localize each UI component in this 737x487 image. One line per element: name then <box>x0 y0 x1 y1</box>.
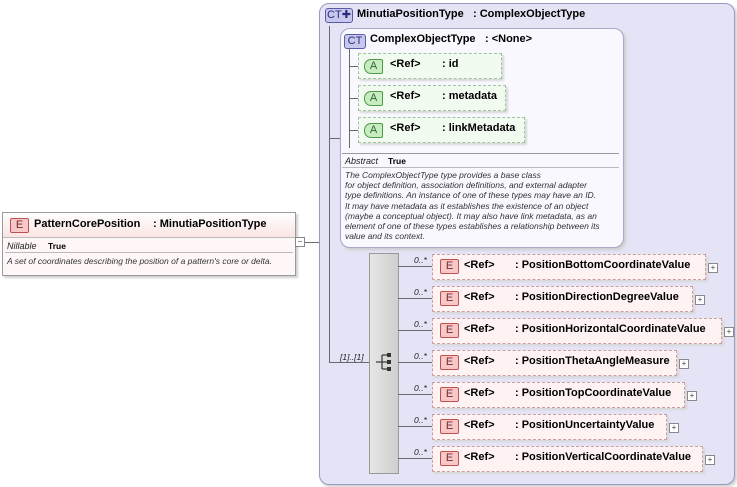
attribute-ref: <Ref> <box>390 122 421 134</box>
element-name: : PositionTopCoordinateValue <box>515 387 672 399</box>
attribute-linkmetadata[interactable] <box>358 117 525 143</box>
complex-type-name: MinutiaPositionType <box>357 8 464 20</box>
element-ref: <Ref> <box>464 419 495 431</box>
element-name: : PositionVerticalCoordinateValue <box>515 451 692 463</box>
base-type-name: ComplexObjectType <box>370 33 476 45</box>
attribute-icon: A <box>364 123 383 138</box>
element-multiplicity: 0..* <box>414 351 427 361</box>
expand-toggle[interactable]: + <box>724 327 734 337</box>
sequence-icon <box>376 353 391 371</box>
connector <box>398 330 432 331</box>
root-element-name: PatternCorePosition <box>34 218 141 230</box>
element-ref: <Ref> <box>464 387 495 399</box>
element-multiplicity: 0..* <box>414 383 427 393</box>
divider <box>342 153 619 154</box>
connector <box>329 362 369 363</box>
base-type-type: : <None> <box>485 33 533 45</box>
nillable-label: Nillable <box>7 241 37 251</box>
abstract-label: Abstract <box>345 156 379 166</box>
element-multiplicity: 0..* <box>414 447 427 457</box>
complex-type-icon: CT✚ <box>325 8 353 23</box>
sequence-element-box[interactable] <box>432 350 677 376</box>
element-ref: <Ref> <box>464 291 495 303</box>
connector <box>305 242 319 243</box>
connector <box>398 362 432 363</box>
attribute-icon: A <box>364 59 383 74</box>
divider <box>5 252 293 253</box>
connector <box>349 130 359 131</box>
element-icon: E <box>440 259 459 274</box>
attribute-ref: <Ref> <box>390 58 421 70</box>
element-name: : PositionDirectionDegreeValue <box>515 291 679 303</box>
nillable-value: True <box>48 241 66 251</box>
connector <box>329 138 340 139</box>
element-icon: E <box>440 387 459 402</box>
connector <box>398 458 432 459</box>
sequence-element-box[interactable] <box>432 414 667 440</box>
sequence-compositor[interactable] <box>369 253 399 474</box>
element-name: : PositionUncertaintyValue <box>515 419 655 431</box>
element-multiplicity: 0..* <box>414 415 427 425</box>
connector <box>398 298 432 299</box>
element-name: : PositionHorizontalCoordinateValue <box>515 323 706 335</box>
complex-type-icon: CT <box>344 34 366 49</box>
connector <box>398 394 432 395</box>
root-element-header <box>3 213 295 238</box>
connector <box>398 426 432 427</box>
expand-toggle[interactable]: + <box>708 263 718 273</box>
root-element-type: : MinutiaPositionType <box>153 218 267 230</box>
connector <box>349 66 359 67</box>
element-icon: E <box>10 218 29 233</box>
base-type-description: The ComplexObjectType type provides a ba… <box>345 170 600 242</box>
element-icon: E <box>440 451 459 466</box>
element-name: : PositionBottomCoordinateValue <box>515 259 691 271</box>
root-element-description: A set of coordinates describing the posi… <box>7 256 272 266</box>
connector <box>349 98 359 99</box>
element-multiplicity: 0..* <box>414 287 427 297</box>
element-icon: E <box>440 291 459 306</box>
attribute-name: : metadata <box>442 90 498 102</box>
expand-toggle[interactable]: + <box>705 455 715 465</box>
root-element-box[interactable]: E PatternCorePosition : MinutiaPositionT… <box>2 212 296 276</box>
connector <box>398 266 432 267</box>
expand-toggle[interactable]: + <box>669 423 679 433</box>
element-icon: E <box>440 419 459 434</box>
sequence-element-box[interactable] <box>432 446 703 472</box>
element-ref: <Ref> <box>464 323 495 335</box>
sequence-element-box[interactable] <box>432 382 685 408</box>
connector <box>329 26 330 362</box>
sequence-element-box[interactable] <box>432 254 706 280</box>
element-ref: <Ref> <box>464 259 495 271</box>
divider <box>342 167 619 168</box>
abstract-value: True <box>388 156 406 166</box>
attribute-ref: <Ref> <box>390 90 421 102</box>
element-name: : PositionThetaAngleMeasure <box>515 355 670 367</box>
collapse-toggle[interactable]: − <box>295 237 305 247</box>
element-ref: <Ref> <box>464 355 495 367</box>
sequence-multiplicity: [1]..[1] <box>340 352 364 362</box>
attribute-name: : linkMetadata <box>442 122 516 134</box>
sequence-element-box[interactable] <box>432 318 722 344</box>
element-ref: <Ref> <box>464 451 495 463</box>
element-multiplicity: 0..* <box>414 319 427 329</box>
expand-toggle[interactable]: + <box>695 295 705 305</box>
element-multiplicity: 0..* <box>414 255 427 265</box>
element-icon: E <box>440 323 459 338</box>
element-icon: E <box>440 355 459 370</box>
expand-toggle[interactable]: + <box>679 359 689 369</box>
attribute-icon: A <box>364 91 383 106</box>
expand-toggle[interactable]: + <box>687 391 697 401</box>
sequence-element-box[interactable] <box>432 286 693 312</box>
complex-type-base: : ComplexObjectType <box>473 8 586 20</box>
attribute-name: : id <box>442 58 459 70</box>
